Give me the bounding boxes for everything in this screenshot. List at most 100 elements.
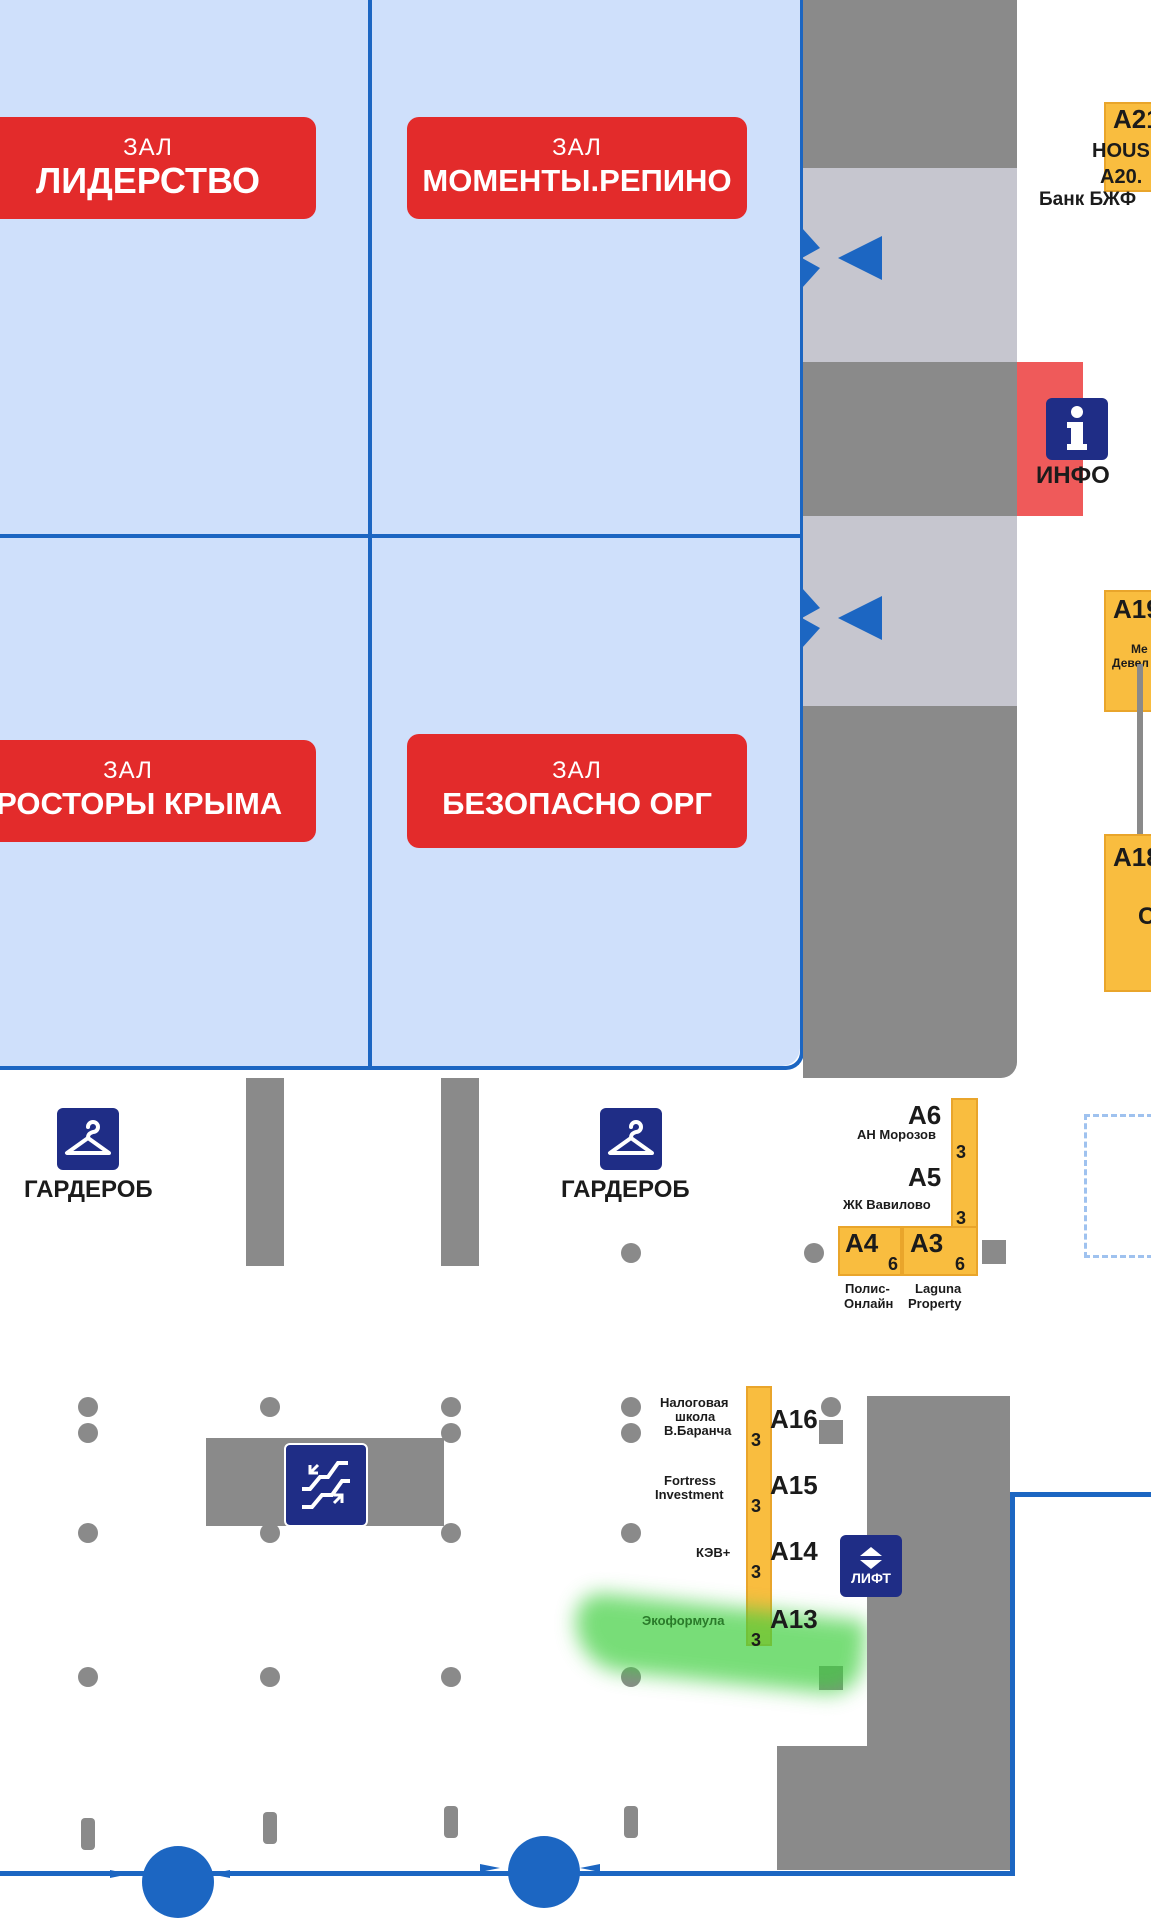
- column: [260, 1397, 280, 1417]
- pillar: [441, 1078, 479, 1266]
- booth-a19[interactable]: [1104, 590, 1151, 712]
- entrance-zone-bottom: [803, 516, 1017, 706]
- booth-a3[interactable]: [902, 1226, 978, 1276]
- entrance-zone-top: [803, 168, 1017, 362]
- outer-wall: [1010, 1492, 1151, 1497]
- post: [263, 1812, 277, 1844]
- column: [621, 1397, 641, 1417]
- booth-name: Property: [908, 1296, 962, 1311]
- booth-number: 3: [751, 1630, 762, 1650]
- booth-name: АН Морозов: [857, 1127, 936, 1142]
- booth-code: A18: [1113, 842, 1151, 872]
- booth-code: A14: [770, 1536, 818, 1566]
- info-label: ИНФО: [1036, 462, 1110, 489]
- booth-name: Банк БЖФ: [1039, 189, 1137, 210]
- column: [819, 1420, 843, 1444]
- booth-a21[interactable]: [1104, 102, 1151, 192]
- door-icon[interactable]: [470, 1832, 610, 1914]
- lift-label: ЛИФТ: [851, 1570, 891, 1586]
- booth-name: Investment: [655, 1487, 724, 1502]
- booth-number: 3: [751, 1562, 762, 1582]
- hall-prefix: ЗАЛ: [552, 134, 602, 161]
- info-icon[interactable]: [1046, 398, 1108, 460]
- booth-name: Налоговая: [660, 1395, 729, 1410]
- booth-a18[interactable]: [1104, 834, 1151, 992]
- booth-name: Laguna: [915, 1281, 962, 1296]
- booth-number: 3: [751, 1496, 762, 1516]
- halls-outer-border: [0, 0, 804, 1070]
- column: [621, 1423, 641, 1443]
- outer-wall: [0, 1871, 1015, 1876]
- hall-prefix: ЗАЛ: [103, 757, 153, 784]
- dashed-zone: [1084, 1114, 1151, 1258]
- booth-name: КЭВ+: [696, 1545, 731, 1560]
- booth-column-a16-a13[interactable]: [746, 1386, 772, 1646]
- entrance-arrow-bottom: [802, 588, 882, 648]
- booth-code: A21: [1113, 104, 1151, 134]
- hanger-icon[interactable]: [57, 1108, 119, 1170]
- column: [78, 1423, 98, 1443]
- booth-code: A15: [770, 1470, 818, 1500]
- hall-momenty-repino[interactable]: ЗАЛ МОМЕНТЫ.РЕПИНО: [407, 117, 747, 219]
- booth-divider: [1137, 664, 1143, 840]
- post: [624, 1806, 638, 1838]
- booth-code: A3: [910, 1228, 944, 1258]
- hall-bezopasno-org[interactable]: ЗАЛ БЕЗОПАСНО ОРГ: [407, 734, 747, 848]
- hall-name: ПРОСТОРЫ КРЫМА: [0, 786, 283, 821]
- hall-name: МОМЕНТЫ.РЕПИНО: [422, 163, 732, 198]
- booth-name: С: [1138, 903, 1151, 930]
- lift-wall: [777, 1746, 1010, 1870]
- hall-divider-horizontal: [0, 534, 802, 538]
- column: [441, 1397, 461, 1417]
- booth-number: 6: [955, 1254, 966, 1274]
- booth-code: A19: [1113, 594, 1151, 624]
- hall-prefix: ЗАЛ: [123, 134, 173, 161]
- lift-icon[interactable]: ЛИФТ: [840, 1535, 902, 1597]
- column: [804, 1243, 824, 1263]
- column: [982, 1240, 1006, 1264]
- escalator-icon[interactable]: [284, 1443, 368, 1527]
- booth-name: Девел: [1112, 656, 1149, 670]
- column: [821, 1397, 841, 1417]
- booth-name: Fortress: [664, 1473, 717, 1488]
- column: [260, 1523, 280, 1543]
- booth-name: Онлайн: [844, 1296, 894, 1311]
- column: [260, 1667, 280, 1687]
- hall-divider-vertical: [368, 0, 372, 1066]
- booth-name: Экоформула: [642, 1613, 725, 1628]
- booth-name: Ме: [1131, 642, 1148, 656]
- hall-liderstvo[interactable]: ЗАЛ ЛИДЕРСТВО: [0, 117, 316, 219]
- booth-number: 6: [888, 1254, 899, 1274]
- column: [78, 1397, 98, 1417]
- door-icon[interactable]: [100, 1838, 240, 1920]
- pillar: [246, 1078, 284, 1266]
- highlight-marker: [570, 1591, 868, 1697]
- booth-code: A4: [845, 1228, 879, 1258]
- column: [441, 1423, 461, 1443]
- post: [444, 1806, 458, 1838]
- column: [441, 1523, 461, 1543]
- booth-a4[interactable]: [838, 1226, 902, 1276]
- booth-number: 3: [956, 1208, 967, 1228]
- booth-number: 3: [956, 1142, 967, 1162]
- column: [621, 1243, 641, 1263]
- column: [441, 1667, 461, 1687]
- booth-code: A16: [770, 1404, 818, 1434]
- wardrobe-label: ГАРДЕРОБ: [24, 1176, 153, 1203]
- column: [78, 1667, 98, 1687]
- hall-prostory-kryma[interactable]: ЗАЛ ПРОСТОРЫ КРЫМА: [0, 740, 316, 842]
- hall-name: ЛИДЕРСТВО: [35, 160, 261, 201]
- booth-a6[interactable]: [951, 1098, 978, 1228]
- hall-prefix: ЗАЛ: [552, 757, 602, 784]
- booth-code: A13: [770, 1604, 818, 1634]
- booth-name: В.Баранча: [664, 1423, 732, 1438]
- wardrobe-label: ГАРДЕРОБ: [561, 1176, 690, 1203]
- post: [81, 1818, 95, 1850]
- outer-wall: [1010, 1492, 1015, 1876]
- column: [78, 1523, 98, 1543]
- hall-name: БЕЗОПАСНО ОРГ: [442, 786, 712, 821]
- booth-name: Полис-: [845, 1281, 890, 1296]
- booth-name: школа: [675, 1409, 716, 1424]
- hanger-icon[interactable]: [600, 1108, 662, 1170]
